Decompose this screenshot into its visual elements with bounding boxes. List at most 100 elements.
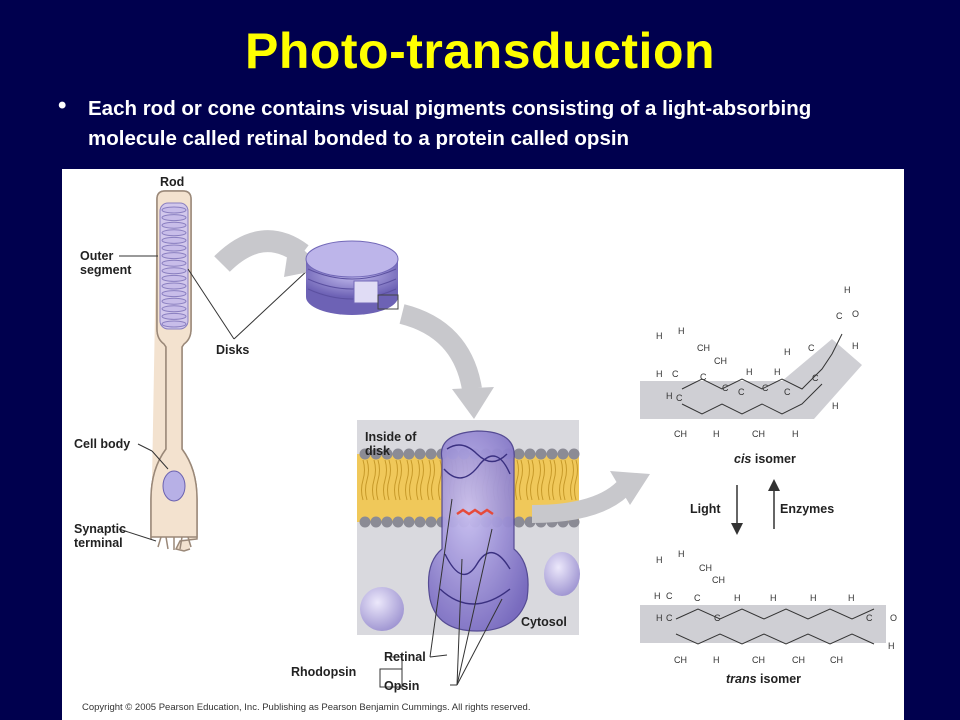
lipid-head (513, 448, 525, 460)
rod-disk (161, 229, 187, 237)
flow-arrow-2-head (452, 387, 494, 419)
rhodopsin-protein (427, 430, 529, 632)
svg-text:CH: CH (792, 655, 805, 665)
svg-text:C: C (738, 387, 745, 397)
lipid-tail (361, 459, 369, 501)
lipid-tail (548, 459, 556, 501)
label-inside-of-disk: Inside of disk (365, 430, 417, 458)
rod-disk (161, 282, 187, 290)
svg-text:H: H (844, 285, 851, 295)
rod-disk (161, 221, 187, 229)
lipid-tail (383, 459, 391, 501)
svg-text:C: C (812, 373, 819, 383)
lipid-tail (405, 459, 413, 501)
svg-text:C: C (666, 613, 673, 623)
svg-text:H: H (774, 367, 781, 377)
svg-text:H: H (734, 593, 741, 603)
lipid-head (425, 448, 437, 460)
svg-text:H: H (713, 429, 720, 439)
lipid-head (535, 448, 547, 460)
svg-text:H: H (784, 347, 791, 357)
svg-text:H: H (678, 549, 685, 559)
rod-disk (161, 236, 187, 244)
svg-text:H: H (656, 369, 663, 379)
svg-text:CH: CH (752, 429, 765, 439)
svg-text:C: C (784, 387, 791, 397)
lipid-head (546, 448, 558, 460)
rod-disk (161, 274, 187, 282)
lipid-head (414, 516, 426, 528)
label-disks: Disks (216, 343, 250, 357)
svg-text:H: H (656, 613, 663, 623)
rod-disk (161, 206, 187, 214)
svg-text:H: H (848, 593, 855, 603)
lipid-head (425, 516, 437, 528)
label-outer-segment: Outer segment (80, 249, 132, 277)
lipid-head (381, 448, 393, 460)
label-light: Light (690, 502, 721, 516)
lipid-tail (570, 459, 578, 501)
rod-disk (161, 290, 187, 298)
lipid-tail (394, 459, 402, 501)
copyright-notice: Copyright © 2005 Pearson Education, Inc.… (82, 702, 531, 713)
lipid-head (524, 448, 536, 460)
svg-text:H: H (810, 593, 817, 603)
lipid-head (557, 448, 569, 460)
trans-isomer-label: trans isomer (726, 672, 802, 686)
svg-text:H: H (746, 367, 753, 377)
cis-isomer-label: cis isomer (734, 452, 796, 466)
svg-text:CH: CH (697, 343, 710, 353)
rod-disk (161, 267, 187, 275)
label-opsin: Opsin (384, 679, 420, 693)
label-rhodopsin: Rhodopsin (291, 665, 357, 679)
svg-text:H: H (678, 326, 685, 336)
svg-text:C: C (866, 613, 873, 623)
svg-text:H: H (770, 593, 777, 603)
rod-disk (161, 259, 187, 267)
lipid-head (392, 516, 404, 528)
lipid-tail (526, 459, 534, 501)
label-leaders (118, 255, 310, 542)
rod-disk (161, 312, 187, 320)
rod-disk (161, 305, 187, 313)
lipid-head (359, 516, 371, 528)
rod-disk (161, 320, 187, 328)
lipid-tail (416, 459, 424, 501)
svg-text:C: C (762, 383, 769, 393)
disk-stack-enlarged (305, 240, 399, 315)
slide-title: Photo-transduction (244, 23, 716, 79)
lipid-head (392, 448, 404, 460)
membrane-section (357, 420, 580, 635)
svg-text:H: H (654, 591, 661, 601)
svg-text:O: O (852, 309, 859, 319)
rod-disk (161, 252, 187, 260)
lipid-head (568, 448, 580, 460)
svg-text:H: H (656, 331, 663, 341)
flow-arrow-2 (399, 304, 482, 391)
svg-text:H: H (666, 391, 673, 401)
svg-text:CH: CH (699, 563, 712, 573)
flow-arrow-3-head (610, 471, 650, 505)
svg-text:C: C (722, 383, 729, 393)
svg-text:CH: CH (714, 356, 727, 366)
label-enzymes: Enzymes (780, 502, 835, 516)
svg-text:C: C (676, 393, 683, 403)
svg-text:C: C (808, 343, 815, 353)
rod-disk (161, 297, 187, 305)
lipid-head (370, 516, 382, 528)
lipid-head (414, 448, 426, 460)
label-retinal: Retinal (384, 650, 426, 664)
lipid-tail (372, 459, 380, 501)
svg-text:H: H (713, 655, 720, 665)
svg-text:H: H (656, 555, 663, 565)
bullet-marker: • (58, 92, 67, 119)
svg-text:C: C (666, 591, 673, 601)
rod-disk (161, 244, 187, 252)
lipid-head (403, 448, 415, 460)
svg-text:CH: CH (830, 655, 843, 665)
flow-arrow-3 (531, 477, 634, 523)
